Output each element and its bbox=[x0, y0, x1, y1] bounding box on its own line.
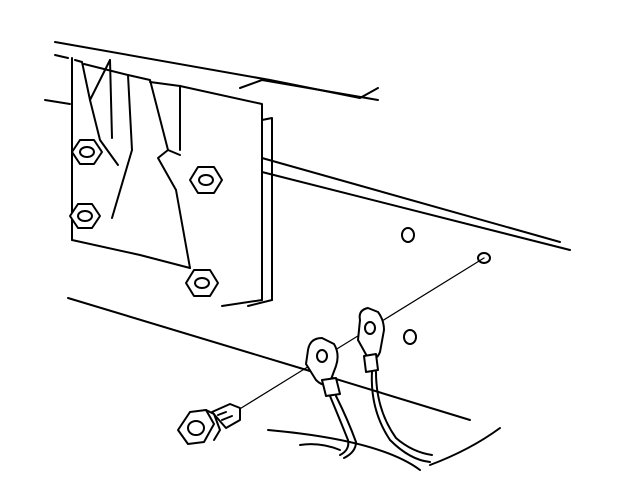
bracket-nut-upper-right bbox=[189, 166, 223, 194]
upper-body-panel bbox=[44, 41, 379, 105]
mounting-bracket bbox=[71, 57, 273, 307]
frame-hole-upper bbox=[401, 227, 415, 243]
ground-terminal-inner bbox=[299, 337, 357, 459]
frame-rail bbox=[67, 157, 571, 471]
ground-bolt bbox=[177, 403, 241, 445]
frame-hole-lower bbox=[403, 329, 417, 345]
bracket-nut-lower-left bbox=[69, 203, 101, 229]
bracket-nut-lower-right bbox=[185, 269, 219, 297]
bracket-nut-upper-left bbox=[71, 139, 103, 165]
ground-terminal-outer bbox=[357, 307, 433, 463]
